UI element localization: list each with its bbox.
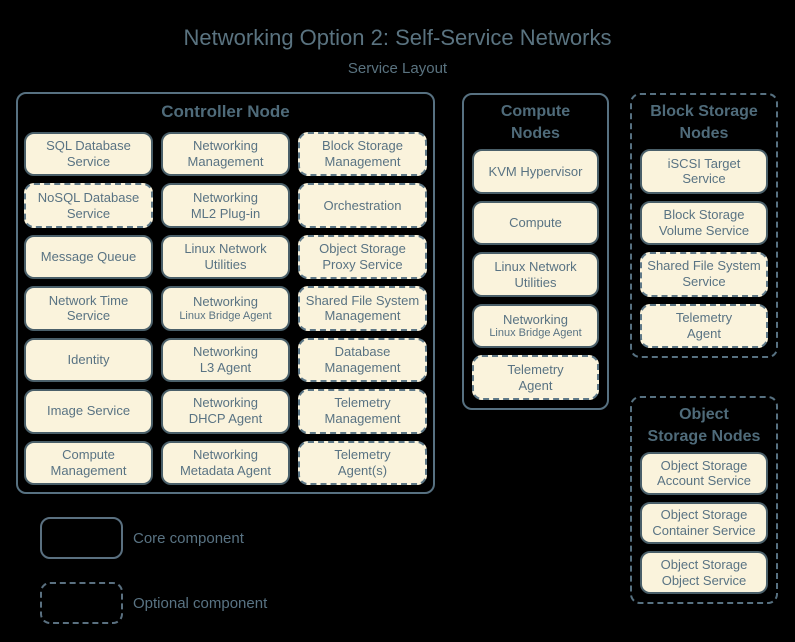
core-component-label: Core component [133,529,244,547]
object-storage-services-column: Object Storage Account Service Object St… [632,452,776,602]
service-object-storage-proxy-service: Object Storage Proxy Service [298,234,427,280]
service-networking-linux-bridge-agent-compute: Networking Linux Bridge Agent [472,303,599,349]
controller-node-group: Controller Node SQL Database Service Net… [16,92,435,494]
service-networking-ml2-plug-in: Networking ML2 Plug-in [161,183,290,228]
service-compute-management: Compute Management [24,440,153,485]
block-storage-services-column: iSCSI Target Service Block Storage Volum… [632,149,776,356]
service-image-service: Image Service [24,389,153,434]
service-compute: Compute [472,200,599,246]
legend-core-item: Core component [40,517,244,559]
service-networking-dhcp-agent: Networking DHCP Agent [161,389,290,434]
service-telemetry-management: Telemetry Management [298,389,427,434]
service-kvm-hypervisor: KVM Hypervisor [472,149,599,194]
service-iscsi-target-service: iSCSI Target Service [640,149,768,194]
compute-services-column: KVM Hypervisor Compute Linux Network Uti… [464,149,607,408]
service-object-storage-object-service: Object Storage Object Service [640,551,768,595]
service-object-storage-container-service: Object Storage Container Service [640,501,768,545]
optional-component-label: Optional component [133,594,268,612]
service-message-queue: Message Queue [24,234,153,280]
service-block-storage-volume-service: Block Storage Volume Service [640,200,768,246]
service-networking-metadata-agent: Networking Metadata Agent [161,440,290,485]
service-identity: Identity [24,337,153,383]
group-title-line: Controller Node [161,102,290,121]
compute-nodes-group: Compute Nodes KVM Hypervisor Compute Lin… [462,93,609,410]
optional-component-key-box [40,582,123,624]
object-storage-nodes-group: Object Storage Nodes Object Storage Acco… [630,396,778,604]
object-storage-nodes-header: Object Storage Nodes [647,406,761,445]
service-network-time-service: Network Time Service [24,286,153,331]
controller-services-grid: SQL Database Service Networking Manageme… [18,130,433,492]
service-networking-management: Networking Management [161,131,290,177]
service-telemetry-agents: Telemetry Agent(s) [298,440,427,485]
diagram-title: Networking Option 2: Self-Service Networ… [183,25,612,50]
service-block-storage-management: Block Storage Management [298,131,427,177]
controller-node-header: Controller Node [18,94,433,130]
service-shared-file-system-management: Shared File System Management [298,286,427,331]
block-storage-nodes-header: Block Storage Nodes [650,103,758,142]
legend-optional-item: Optional component [40,582,267,624]
service-telemetry-agent-block: Telemetry Agent [640,303,768,348]
service-orchestration: Orchestration [298,183,427,228]
compute-nodes-header: Compute Nodes [500,103,571,142]
service-linux-network-utilities-compute: Linux Network Utilities [472,252,599,297]
block-storage-nodes-group: Block Storage Nodes iSCSI Target Service… [630,93,778,358]
service-networking-l3-agent: Networking L3 Agent [161,337,290,383]
diagram-subtitle: Service Layout [347,60,448,77]
service-object-storage-account-service: Object Storage Account Service [640,452,768,495]
service-nosql-database-service: NoSQL Database Service [24,183,153,228]
service-networking-linux-bridge-agent: Networking Linux Bridge Agent [161,286,290,331]
service-linux-network-utilities: Linux Network Utilities [161,234,290,280]
service-database-management: Database Management [298,337,427,383]
service-telemetry-agent-compute: Telemetry Agent [472,355,599,400]
service-sql-database-service: SQL Database Service [24,131,153,177]
service-shared-file-system-service: Shared File System Service [640,252,768,297]
core-component-key-box [40,517,123,559]
